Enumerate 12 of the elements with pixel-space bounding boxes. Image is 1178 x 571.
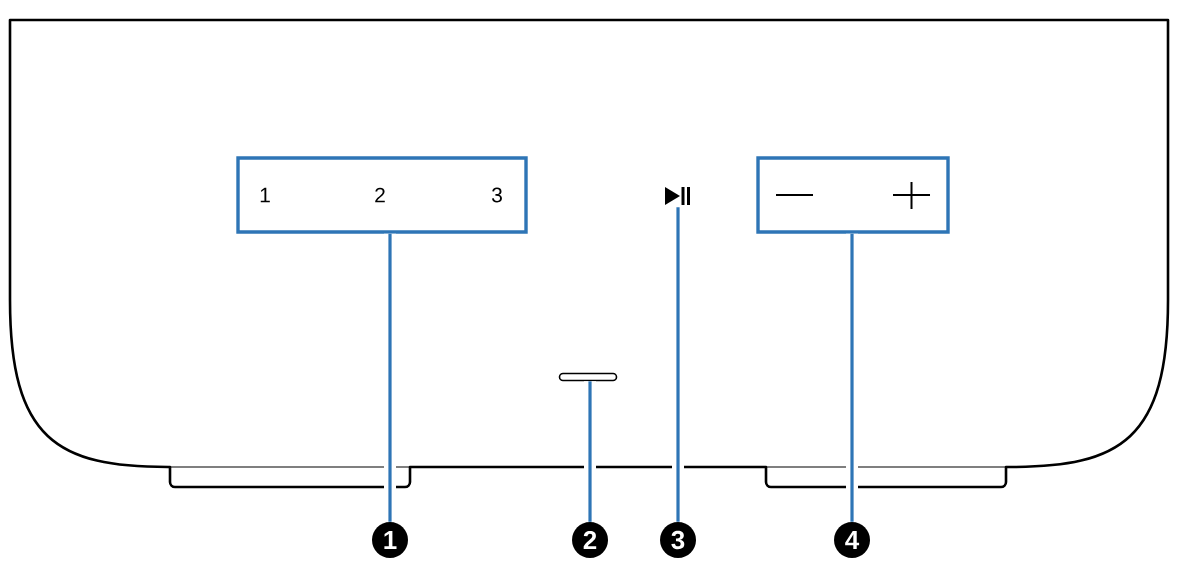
leader-line: [846, 233, 858, 522]
leader-line: [384, 233, 396, 522]
leader-line: [672, 207, 684, 522]
leader-line: [584, 381, 596, 522]
callout-number: 4: [834, 522, 870, 558]
callout-number: 2: [572, 522, 608, 558]
callout-number: 1: [372, 522, 408, 558]
callout-number: 3: [660, 522, 696, 558]
indicator-light: [558, 372, 618, 382]
button-panel: 1 2 3: [236, 156, 528, 234]
play-pause-icon: [665, 187, 690, 205]
volume-buttons: [756, 156, 950, 234]
